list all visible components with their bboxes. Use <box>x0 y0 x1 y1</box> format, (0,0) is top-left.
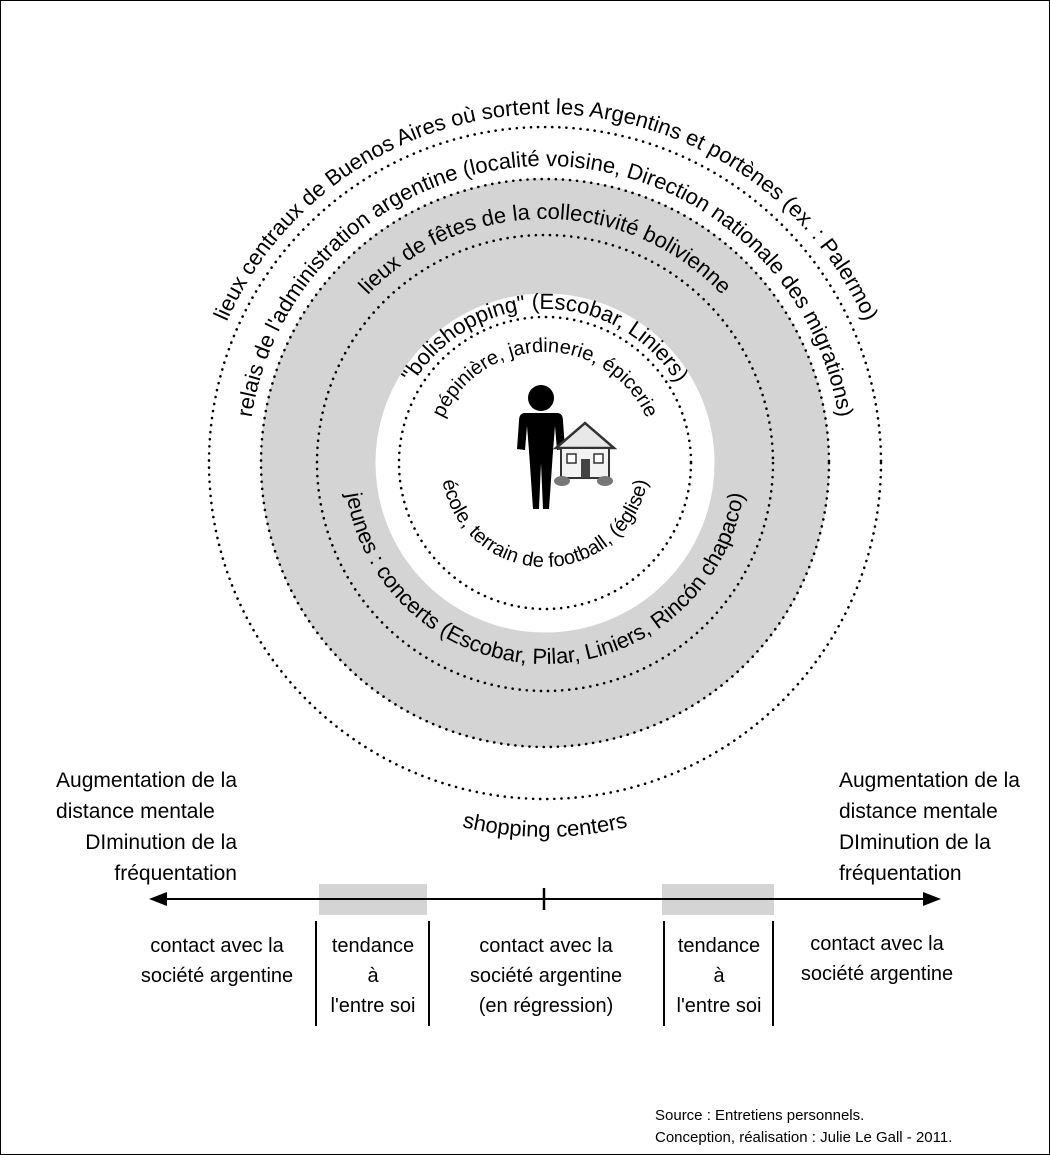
ring-outer <box>207 125 883 801</box>
source-line: Conception, réalisation : Julie Le Gall … <box>655 1129 953 1146</box>
left-note-line: fréquentation <box>114 862 237 885</box>
right-note-line: Augmentation de la <box>839 769 1020 792</box>
arrow-left-icon <box>149 892 167 906</box>
person-icon <box>517 385 565 509</box>
right-note-line: fréquentation <box>839 862 962 885</box>
left-note-line: Augmentation de la <box>56 769 237 792</box>
left-note: Augmentation de la distance mentale DImi… <box>56 765 237 889</box>
ring-label-outer-bottom: shopping centers <box>461 807 629 841</box>
ring-fetes <box>315 233 775 693</box>
left-note-line: DIminution de la <box>85 831 237 854</box>
house-icon <box>552 421 618 486</box>
axis <box>149 884 941 1026</box>
ring-inner <box>397 315 693 611</box>
right-note: Augmentation de la distance mentale DImi… <box>839 765 1020 889</box>
source-note: Source : Entretiens personnels. Concepti… <box>655 1105 952 1149</box>
right-note-line: DIminution de la <box>839 831 991 854</box>
source-line: Source : Entretiens personnels. <box>655 1107 865 1124</box>
arrow-right-icon <box>923 892 941 906</box>
right-note-line: distance mentale <box>839 800 998 823</box>
ring-admin <box>259 177 831 749</box>
left-note-line: distance mentale <box>56 800 215 823</box>
